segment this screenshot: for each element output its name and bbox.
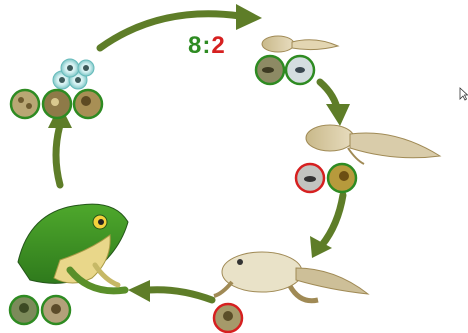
- tadpole-tail: [292, 40, 338, 50]
- frog-front-leg: [95, 265, 118, 285]
- choice-photo-frog-2[interactable]: [42, 296, 70, 324]
- choice-photo-legs-1[interactable]: [296, 164, 324, 192]
- egg-nucleus: [83, 65, 89, 71]
- froglet-front-leg: [214, 282, 232, 296]
- tadpole-body: [262, 36, 294, 52]
- stage-tadpole: [256, 36, 338, 84]
- tadpole-legs-tail: [350, 133, 440, 158]
- choice-photo-tadpole-2[interactable]: [286, 56, 314, 84]
- choice-photo-legs-2[interactable]: [328, 164, 356, 192]
- stage-tadpole-with-legs: [296, 125, 440, 192]
- choice-photo-eggs-2[interactable]: [43, 90, 71, 118]
- frog-pupil: [98, 219, 104, 225]
- froglet-hind-leg: [290, 286, 318, 301]
- mouse-cursor-icon: [459, 87, 468, 101]
- choice-photo-froglet-1[interactable]: [214, 304, 242, 332]
- arrowhead-4: [128, 280, 150, 302]
- tadpole-legs-body: [306, 125, 354, 151]
- arrow-froglet-to-frog: [148, 290, 212, 300]
- stage-adult-frog: [10, 204, 128, 324]
- score-wrong: 2: [211, 32, 225, 60]
- froglet-eye: [237, 259, 243, 265]
- choice-photo-frog-1[interactable]: [10, 296, 38, 324]
- egg-nucleus: [75, 77, 81, 83]
- stage-eggs: [11, 59, 102, 118]
- choice-photo-eggs-3[interactable]: [74, 90, 102, 118]
- score-correct: 8: [188, 32, 202, 60]
- choice-photo-tadpole-1[interactable]: [256, 56, 284, 84]
- froglet-tail: [296, 268, 368, 294]
- score-separator: :: [202, 32, 211, 60]
- arrow-legs-to-froglet: [322, 195, 343, 245]
- egg-nucleus: [67, 65, 73, 71]
- stage-froglet: [214, 252, 368, 332]
- score-display: 8:2: [188, 32, 226, 60]
- egg-nucleus: [59, 77, 65, 83]
- choice-photo-eggs-1[interactable]: [11, 90, 39, 118]
- arrowhead-2: [326, 104, 350, 126]
- arrow-frog-to-eggs: [56, 125, 60, 185]
- arrowhead-1: [236, 4, 262, 30]
